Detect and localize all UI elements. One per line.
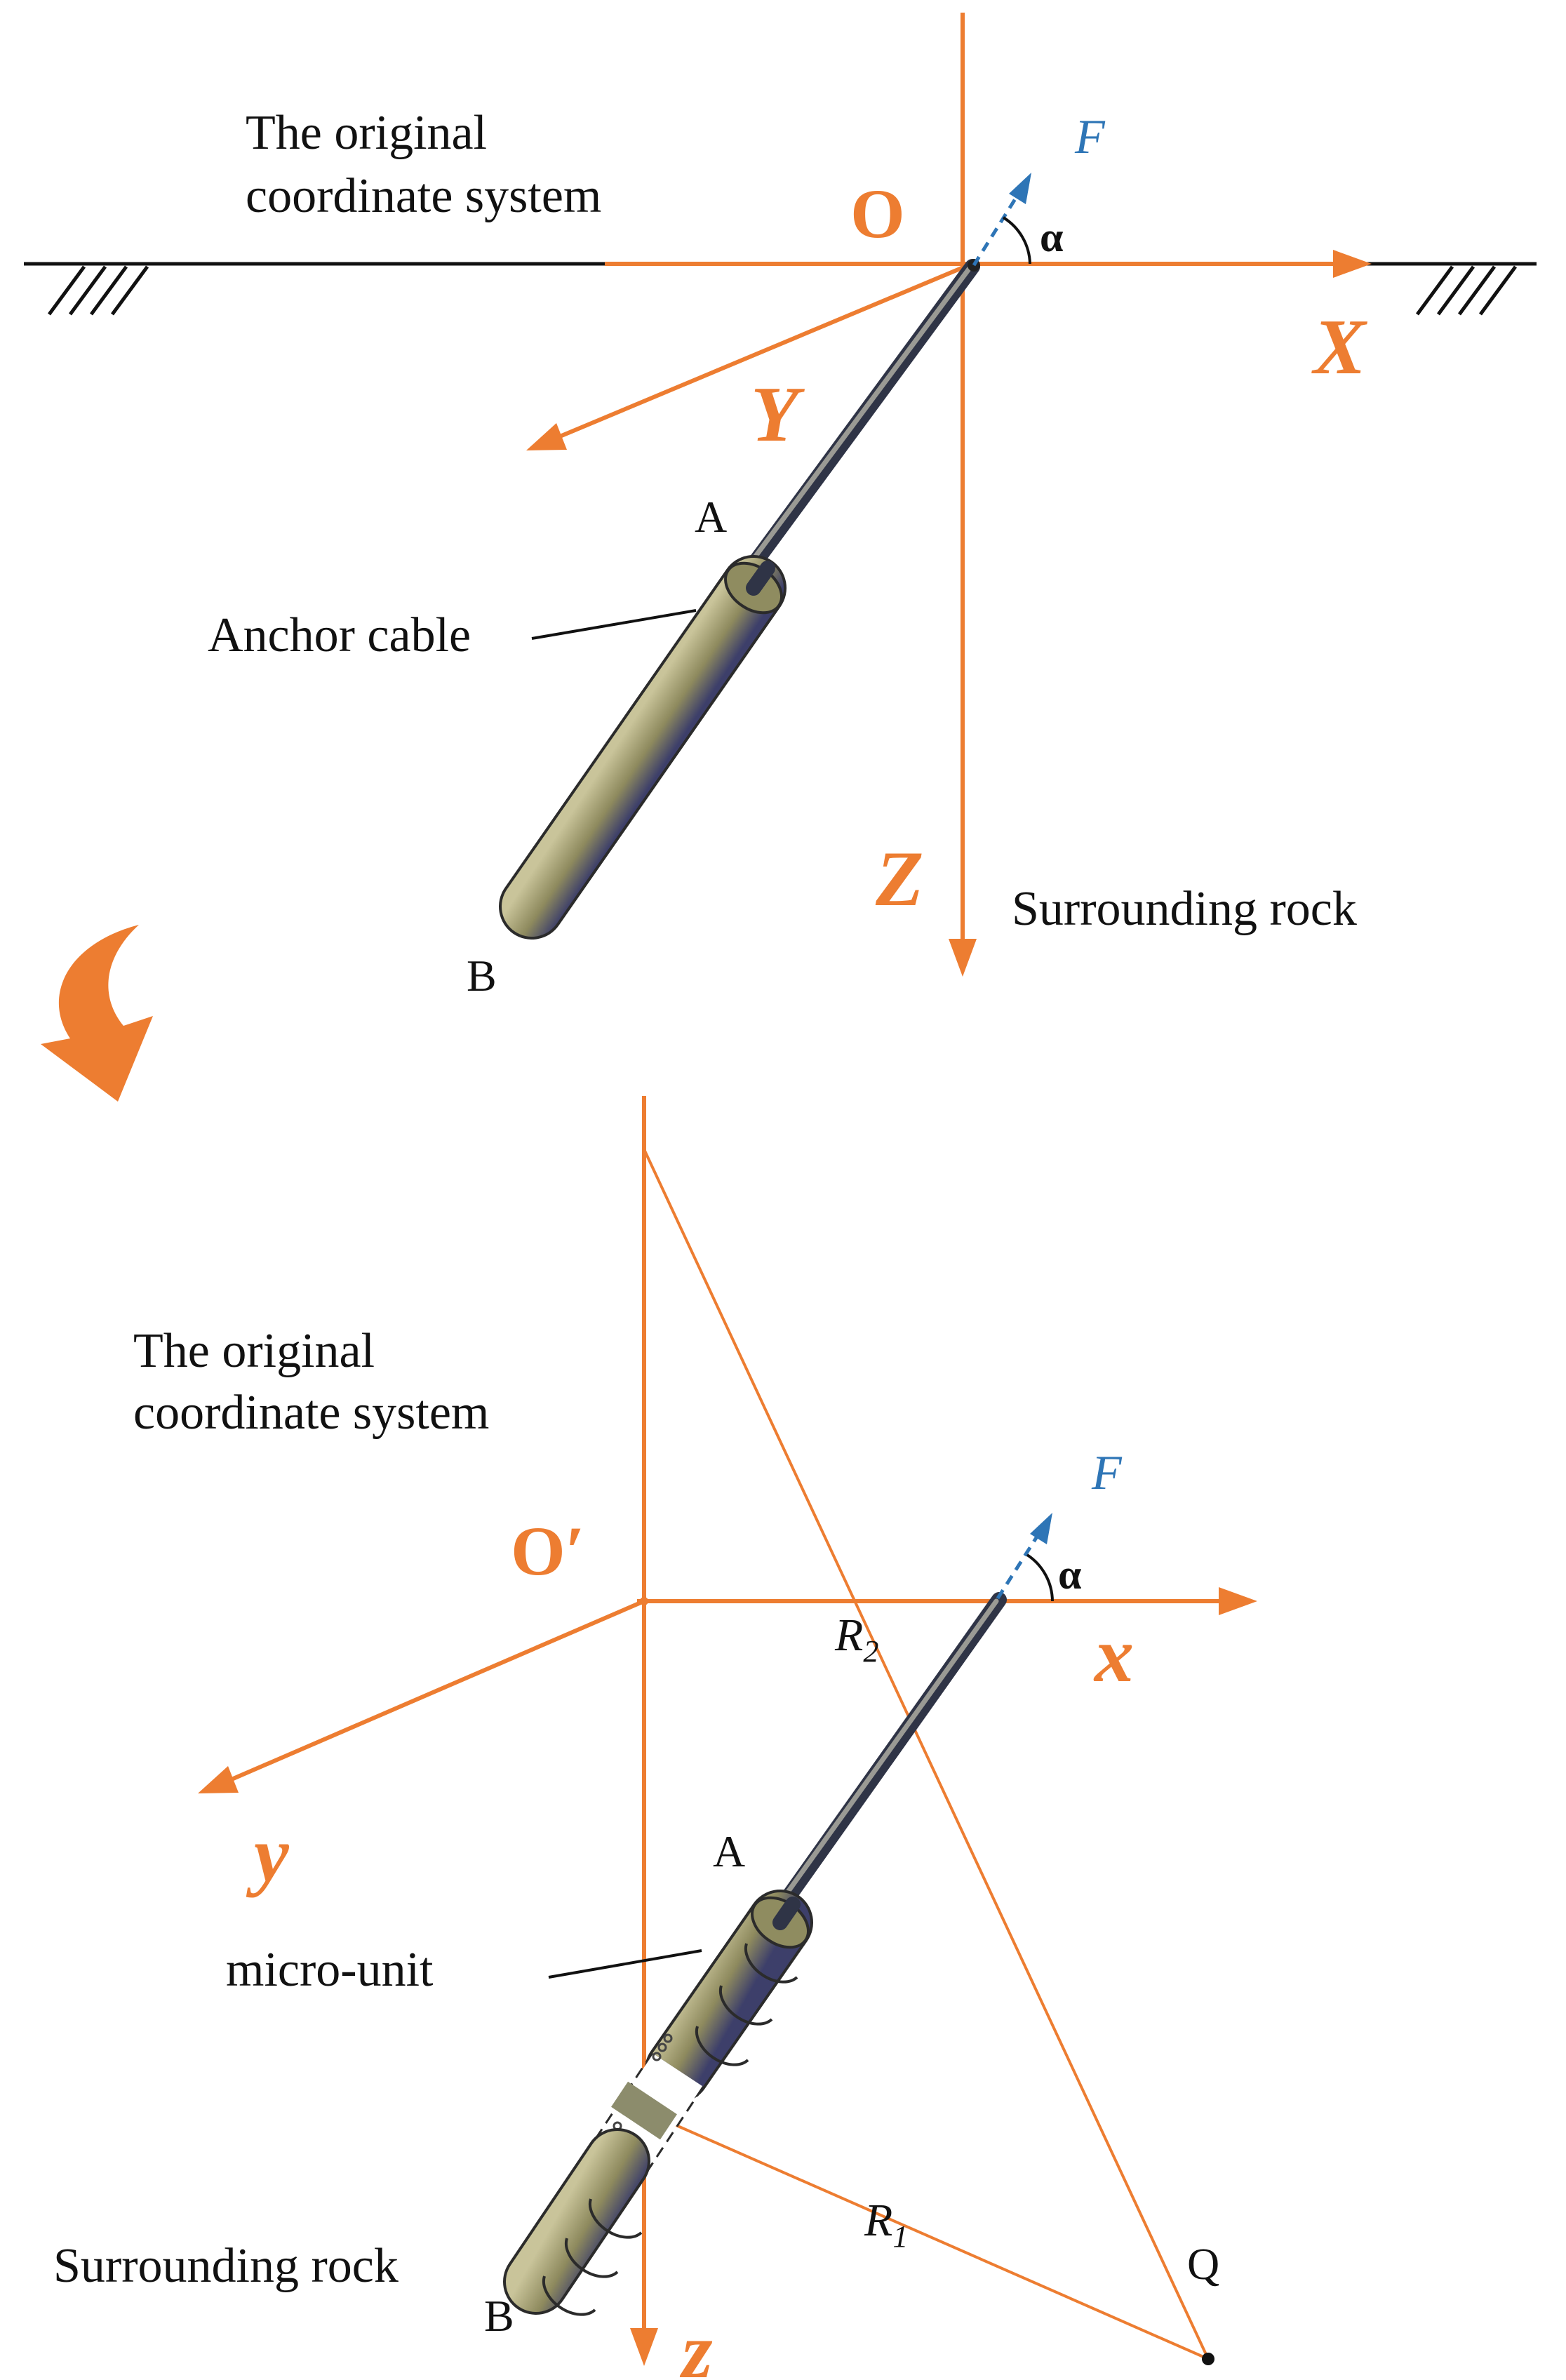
point-q-dot: [1202, 2353, 1214, 2365]
anchor-rod-highlight: [744, 265, 972, 571]
micro-body-upper: [648, 1892, 810, 2100]
axis-y-label-2: y: [246, 1811, 290, 1898]
micro-body-lower: [506, 2131, 648, 2312]
ground-hatch-left: [47, 265, 149, 316]
micro-unit-selected: [611, 2081, 677, 2140]
ground-hatch-right: [1415, 265, 1518, 316]
bottom-panel: F α The original coordinate system O′ x …: [53, 1096, 1257, 2380]
r2-line: [643, 1149, 1210, 2360]
angle-label-2: α: [1058, 1551, 1082, 1598]
coord-label-line2-2: coordinate system: [133, 1386, 489, 1440]
r2-letter: R: [834, 1610, 863, 1661]
surrounding-rock-label: Surrounding rock: [1012, 882, 1357, 936]
axis-z-arrowhead: [949, 939, 977, 977]
angle-arc-2: [1026, 1553, 1054, 1602]
force-vector-line: [972, 196, 1018, 267]
axis-z-arrowhead-2: [630, 2328, 658, 2366]
origin-label: O: [850, 175, 905, 253]
r1-label: R1: [864, 2195, 908, 2254]
axis-y-arrowhead: [526, 423, 567, 450]
curved-arrow-icon: [41, 925, 153, 1102]
point-a-label-2: A: [713, 1826, 745, 1876]
anchor-body: [502, 558, 784, 937]
force-vector-arrowhead-2: [1030, 1513, 1052, 1544]
axis-x-label: X: [1311, 304, 1367, 391]
surrounding-rock-label-2: Surrounding rock: [53, 2239, 399, 2293]
angle-label: α: [1040, 214, 1064, 260]
anchor-cable-label: Anchor cable: [208, 608, 471, 662]
axis-z-label: Z: [875, 836, 923, 923]
micro-unit-label: micro-unit: [226, 1943, 434, 1997]
force-vector-arrowhead: [1009, 173, 1031, 204]
r2-subscript: 2: [863, 1634, 878, 1669]
angle-arc: [1002, 216, 1031, 265]
anchor-cable-leader: [531, 609, 697, 640]
axis-z-label-2: z: [679, 2308, 713, 2380]
axis-y-line: [558, 262, 973, 439]
point-q-label: Q: [1187, 2239, 1219, 2289]
coord-label-line1-2: The original: [133, 1324, 375, 1378]
point-b-label-2: B: [484, 2291, 514, 2341]
axis-y-label: Y: [751, 371, 805, 458]
axis-x-arrowhead-2: [1219, 1587, 1257, 1615]
coord-label-line2: coordinate system: [246, 169, 601, 223]
force-vector-line-2: [996, 1535, 1039, 1600]
origin-point-2: [640, 1597, 648, 1605]
axis-x-arrowhead: [1333, 250, 1372, 278]
anchor-rod-top-stub-2: [772, 1897, 801, 1930]
r1-letter: R: [864, 2195, 892, 2246]
micro-unit-rings: [542, 1943, 798, 2316]
r1-line: [648, 2112, 1209, 2360]
point-a-label: A: [695, 492, 727, 542]
coord-label-line1: The original: [246, 106, 487, 160]
force-label-2: F: [1091, 1446, 1123, 1500]
axis-x-label-2: x: [1093, 1612, 1134, 1699]
origin-label-2: O′: [511, 1512, 585, 1590]
axis-y-line-2: [230, 1599, 645, 1781]
anchor-rod-highlight-2: [773, 1598, 999, 1911]
r2-label: R2: [834, 1610, 878, 1669]
axis-y-arrowhead-2: [198, 1766, 239, 1793]
force-label: F: [1074, 110, 1106, 164]
micro-unit-leader: [548, 1949, 702, 1979]
point-b-label: B: [467, 951, 497, 1001]
top-panel: F α The original coordinate system O X Y…: [24, 13, 1537, 1001]
anchor-rod-top-stub: [746, 561, 775, 596]
r1-subscript: 1: [892, 2219, 908, 2254]
